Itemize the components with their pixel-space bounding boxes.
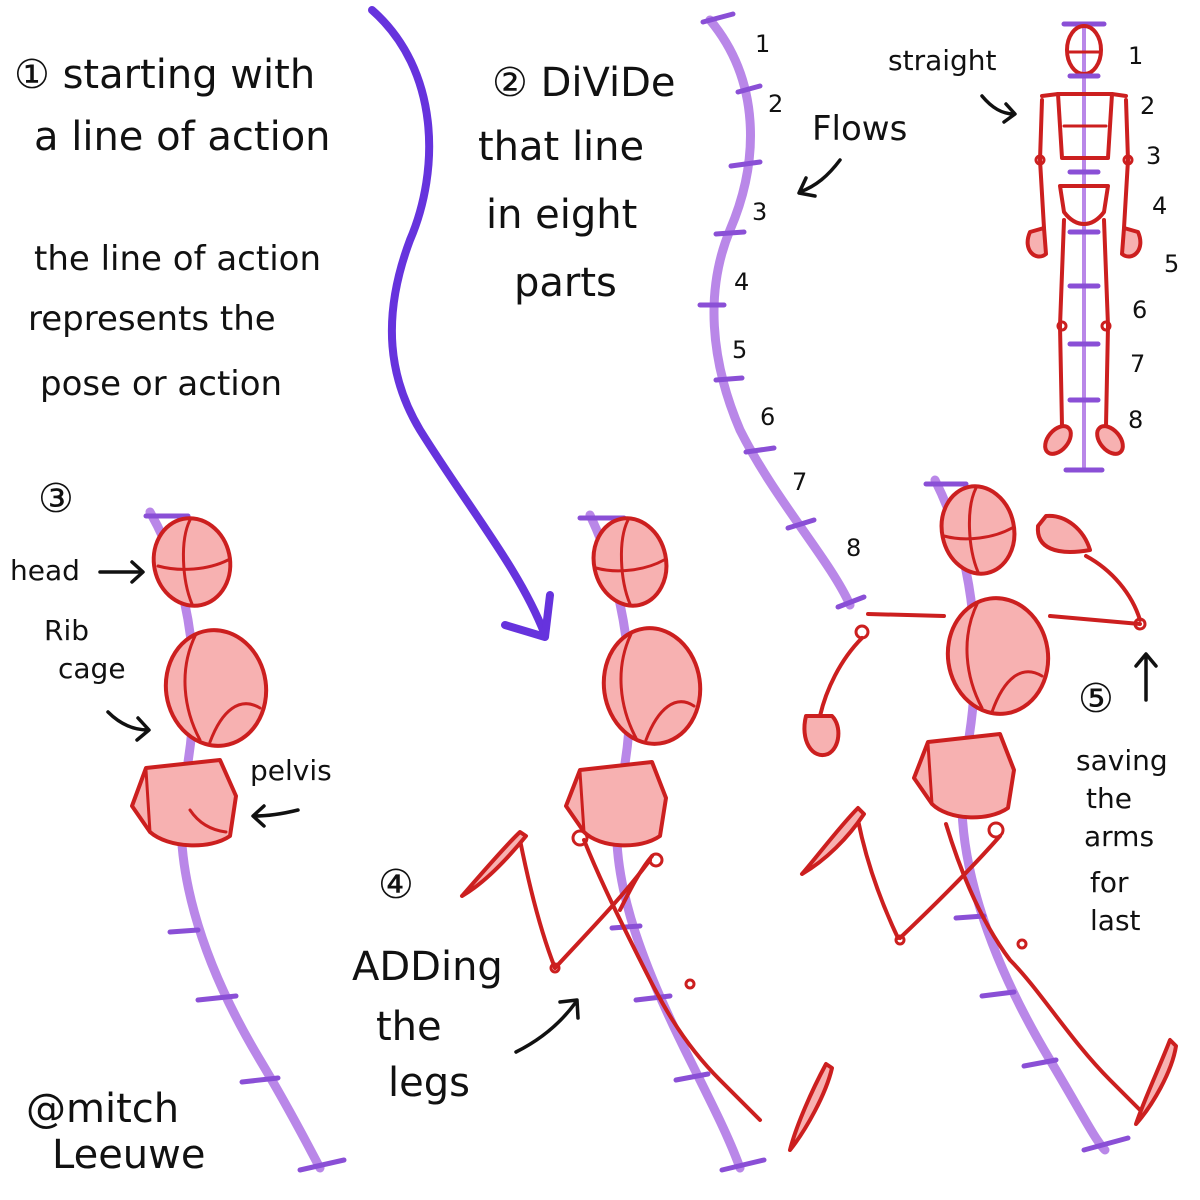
figure-division-number-7: 7 — [1130, 350, 1145, 378]
step2-title-line1: ② DiViDe — [492, 60, 676, 106]
step4-number: ④ — [378, 862, 414, 908]
division-number-4: 4 — [734, 268, 749, 296]
step5-text-line4: for — [1090, 866, 1129, 899]
division-number-7: 7 — [792, 468, 807, 496]
step4-text-line2: the — [376, 1004, 442, 1050]
arrow-icon — [514, 998, 580, 1054]
figure-division-number-1: 1 — [1128, 42, 1143, 70]
step2-title-line2: that line — [478, 124, 644, 170]
arrow-icon — [106, 710, 151, 742]
arrow-icon — [980, 94, 1017, 124]
step3-figure — [130, 507, 347, 1173]
step2-title-line3: in eight — [486, 192, 637, 238]
division-number-8: 8 — [846, 534, 861, 562]
division-number-3: 3 — [752, 198, 767, 226]
explanation-line1: the line of action — [34, 239, 321, 279]
explanation-line2: represents the — [28, 299, 276, 339]
straight-figure — [1025, 21, 1143, 473]
step5-number: ⑤ — [1078, 676, 1114, 722]
step4-text-line3: legs — [388, 1060, 470, 1106]
head-label: head — [10, 554, 80, 587]
flows-label: Flows — [812, 109, 907, 149]
figure-division-number-6: 6 — [1132, 296, 1147, 324]
step4-figure — [460, 510, 834, 1173]
figure-division-number-3: 3 — [1146, 142, 1161, 170]
ribcage-label-line1: Rib — [44, 614, 89, 647]
step1-title-line1: ① starting with — [14, 52, 315, 98]
figure-division-number-2: 2 — [1140, 92, 1155, 120]
pelvis-label: pelvis — [250, 754, 332, 787]
step4-text-line1: ADDing — [352, 944, 503, 990]
step3-number: ③ — [38, 476, 74, 522]
step5-text-line3: arms — [1084, 820, 1154, 853]
division-number-2: 2 — [768, 90, 783, 118]
step5-text-line5: last — [1090, 904, 1141, 937]
arrow-icon — [1134, 652, 1158, 702]
division-number-1: 1 — [755, 30, 770, 58]
credit-line1: @mitch — [26, 1086, 179, 1132]
big-curved-arrow-icon — [368, 6, 554, 641]
step5-figure — [800, 475, 1178, 1155]
credit-line2: Leeuwe — [52, 1132, 205, 1178]
explanation-line3: pose or action — [40, 364, 282, 404]
step5-text-line2: the — [1086, 782, 1132, 815]
step1-title-line2: a line of action — [34, 114, 331, 160]
arrow-icon — [98, 560, 145, 584]
figure-division-number-8: 8 — [1128, 406, 1143, 434]
arrow-icon — [797, 158, 842, 198]
step5-text-line1: saving — [1076, 744, 1168, 777]
step2-title-line4: parts — [514, 260, 617, 306]
ribcage-label-line2: cage — [58, 652, 126, 685]
straight-label: straight — [888, 44, 997, 77]
figure-division-number-4: 4 — [1152, 192, 1167, 220]
division-number-5: 5 — [732, 336, 747, 364]
arrow-icon — [251, 804, 300, 828]
divided-line-of-action — [697, 11, 867, 610]
division-number-6: 6 — [760, 403, 775, 431]
figure-division-number-5: 5 — [1164, 250, 1179, 278]
